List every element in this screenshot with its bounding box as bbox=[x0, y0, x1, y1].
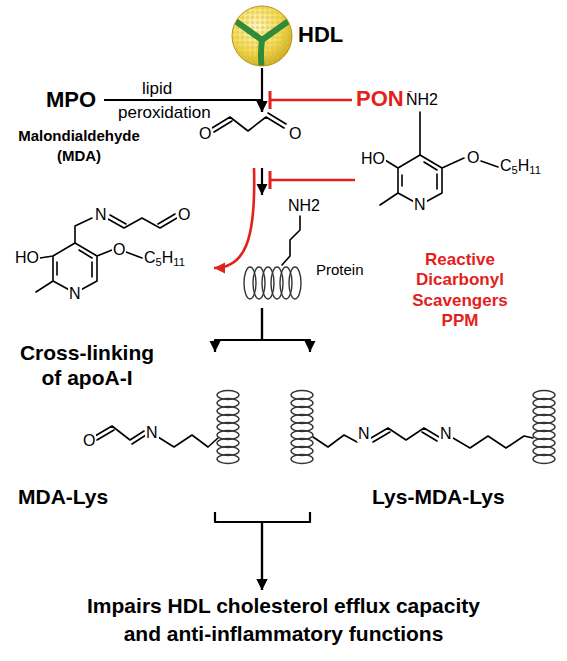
apoa-i-bands bbox=[234, 20, 290, 70]
connector bbox=[257, 168, 268, 195]
enzyme-label: MPO bbox=[46, 89, 96, 111]
connector-line bbox=[214, 168, 254, 268]
arrowhead bbox=[257, 184, 268, 195]
lys-mda-lys-structure bbox=[313, 428, 533, 448]
diagram-node: HDL bbox=[228, 4, 348, 68]
arrowhead bbox=[257, 101, 268, 112]
connector-line bbox=[270, 179, 355, 182]
inhibition-bar bbox=[269, 91, 272, 109]
inhibition-bar bbox=[269, 171, 272, 189]
connector bbox=[215, 512, 268, 590]
scavenger-label: Reactive Dicarbonyl Scavengers PPM bbox=[395, 250, 525, 332]
mda-lys-structure bbox=[95, 426, 218, 447]
diagram-node: Impairs HDL cholesterol efflux capacity … bbox=[10, 590, 557, 656]
atom-label: N bbox=[357, 426, 371, 442]
atom-label: O bbox=[198, 126, 212, 142]
connector bbox=[270, 91, 352, 109]
atom-label: NH2 bbox=[405, 92, 439, 108]
atom-label: N bbox=[145, 425, 159, 441]
diagram-node: MPO bbox=[42, 86, 104, 116]
helix-coil bbox=[291, 455, 313, 464]
apoa-i-band bbox=[262, 20, 290, 40]
ppm-structure bbox=[380, 112, 498, 205]
compound-name: Malondialdehyde (MDA) bbox=[4, 126, 154, 165]
atom-label: C5H11 bbox=[499, 158, 542, 174]
process-label: Cross-linking of apoA-I bbox=[12, 340, 162, 390]
hdl-outline bbox=[232, 6, 292, 66]
reaction-label: lipid bbox=[142, 80, 172, 97]
reaction-label: peroxidation bbox=[118, 104, 211, 121]
apoa-i-band bbox=[234, 20, 262, 40]
connector-line bbox=[262, 512, 310, 590]
atom-label: O bbox=[82, 433, 96, 449]
atom-label: HO bbox=[360, 151, 386, 167]
arrowhead bbox=[305, 341, 316, 352]
diagram-node: NOHOOC5H11N bbox=[2, 200, 214, 320]
atom-label: C5H11 bbox=[143, 250, 186, 266]
atom-label: HO bbox=[14, 250, 40, 266]
connector bbox=[270, 171, 355, 189]
connector-line bbox=[270, 99, 352, 102]
adduct-label: MDA-Lys bbox=[18, 486, 108, 507]
connector-line bbox=[215, 512, 262, 590]
connector bbox=[214, 168, 254, 274]
diagram-node: NH2HO O C5H11N Reactive Dicarbonyl Scavenge… bbox=[355, 88, 565, 338]
arrowhead bbox=[257, 579, 268, 590]
connector bbox=[257, 68, 268, 112]
connector bbox=[210, 308, 263, 352]
diagram-node: NH2Protein bbox=[240, 195, 380, 308]
mda-structure bbox=[212, 113, 286, 132]
connector bbox=[262, 308, 316, 352]
outcome-text: Impairs HDL cholesterol efflux capacity … bbox=[71, 592, 496, 649]
atom-label: N bbox=[413, 197, 427, 213]
atom-label: N bbox=[94, 207, 108, 223]
lysine-side-chain bbox=[282, 216, 300, 265]
atom-label: O bbox=[112, 242, 126, 258]
adduct-label: Lys-MDA-Lys bbox=[372, 486, 505, 507]
protein-label: Protein bbox=[316, 262, 364, 277]
atom-label: O bbox=[466, 150, 480, 166]
atom-label: N bbox=[439, 426, 453, 442]
atom-label: O bbox=[177, 207, 191, 223]
connector-line bbox=[215, 308, 262, 352]
diagram-node: N N Lys-MDA-Lys bbox=[285, 352, 565, 512]
atom-label: N bbox=[68, 286, 82, 302]
arrowhead bbox=[257, 101, 268, 112]
helix-coil bbox=[533, 455, 555, 464]
arrowhead bbox=[210, 341, 221, 352]
connector bbox=[257, 512, 311, 590]
helix-coil bbox=[289, 267, 301, 299]
hdl-particle bbox=[232, 6, 292, 70]
particle-label: HDL bbox=[298, 24, 343, 46]
connector-line bbox=[262, 308, 310, 352]
arrowhead bbox=[257, 579, 268, 590]
arrowhead bbox=[214, 263, 225, 274]
atom-label: NH2 bbox=[287, 198, 321, 214]
atom-label: O bbox=[288, 126, 302, 142]
helix-coil bbox=[217, 455, 239, 464]
